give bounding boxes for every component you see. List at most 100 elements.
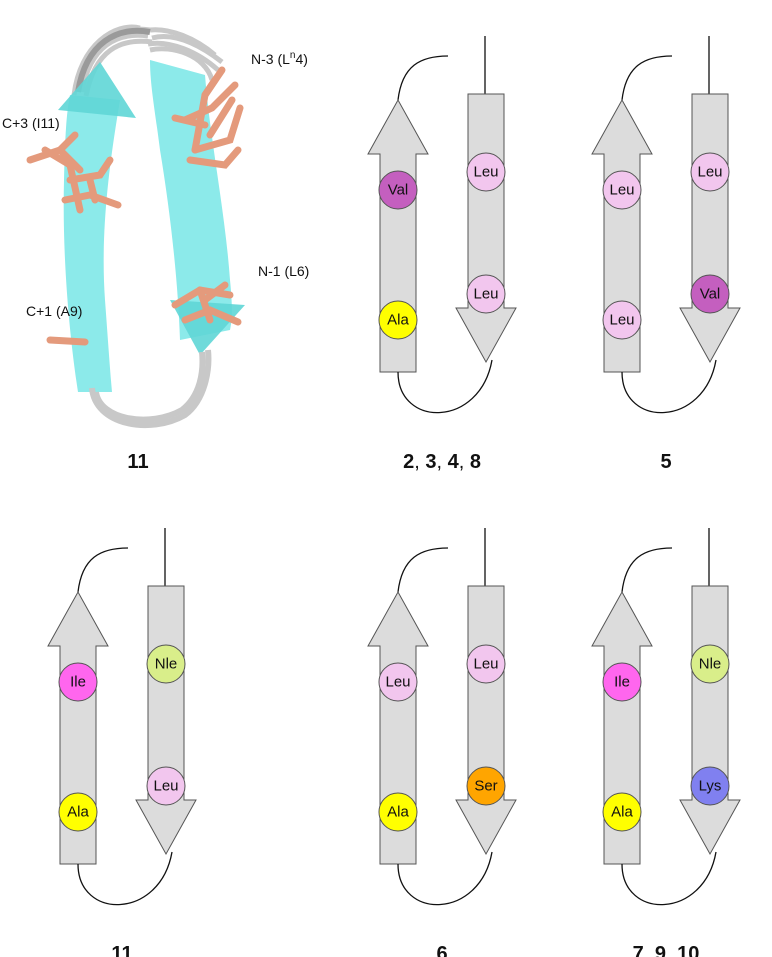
panel-caption: 2, 3, 4, 8 [403,451,481,473]
residue-circle [690,274,730,314]
label-n-minus-1: N-1 (L6) [258,263,309,279]
residue-circle [466,152,506,192]
residue-label: Ile [614,674,630,691]
residue-circle [690,766,730,806]
residue-label: Leu [697,164,722,181]
residue-label: Leu [385,674,410,691]
turn-loop [621,359,717,414]
residue-left-top: Leu [378,662,418,702]
residue-circle [466,274,506,314]
residue-left-bottom: Ala [58,792,98,832]
right-strand-arrow [455,585,517,856]
residue-label: Nle [699,656,722,673]
residue-label: Ile [70,674,86,691]
left-strand-arrow [367,590,429,865]
residue-left-bottom: Ala [378,792,418,832]
residue-circle [602,662,642,702]
n-terminal-tail [77,547,129,593]
structure-panel: N-3 (Ln4) C+3 (I11) N-1 (L6) C+1 (A9) 11 [2,24,309,473]
n-terminal-tail [397,547,449,593]
turn-loop [397,359,493,414]
residue-right-top: Nle [690,644,730,684]
label-n-minus-3: N-3 (Ln4) [251,50,308,67]
residue-label: Leu [473,286,498,303]
panel-caption: 5 [660,451,671,473]
residue-label: Leu [473,656,498,673]
residue-right-bottom: Ser [466,766,506,806]
residue-circle [378,300,418,340]
residue-circle [58,792,98,832]
residue-left-bottom: Ala [602,792,642,832]
residue-left-top: Ile [58,662,98,702]
right-strand-arrow [679,585,741,856]
residue-label: Ala [387,312,409,329]
top-loop-dark [75,27,151,93]
residue-label: Lys [699,778,722,795]
right-strand-arrow [135,585,197,856]
residue-left-bottom: Leu [602,300,642,340]
left-strand-arrow [367,98,429,373]
residue-right-bottom: Leu [146,766,186,806]
residue-circle [690,644,730,684]
residue-label: Leu [609,312,634,329]
residue-label: Ala [611,804,633,821]
residue-right-top: Leu [690,152,730,192]
right-strand-arrow [679,93,741,364]
residue-label: Ser [474,778,497,795]
residue-label: Ala [67,804,89,821]
residue-right-top: Nle [146,644,186,684]
right-strand-arrow [455,93,517,364]
residue-circle [466,766,506,806]
residue-left-top: Val [378,170,418,210]
residue-label: Leu [609,182,634,199]
residue-circle [602,792,642,832]
residue-circle [690,152,730,192]
residue-right-bottom: Lys [690,766,730,806]
residue-label: Nle [155,656,178,673]
left-strand-arrowhead [58,62,136,118]
residue-label: Leu [473,164,498,181]
n-terminal-tail [621,55,673,101]
panel-caption: 7, 9, 10 [633,943,700,957]
structure-caption: 11 [127,451,148,473]
residue-circle [602,170,642,210]
left-strand-arrow [591,98,653,373]
residue-label: Leu [153,778,178,795]
residue-right-top: Leu [466,644,506,684]
turn-loop [77,851,173,906]
residue-label: Val [388,182,409,199]
residue-label: Ala [387,804,409,821]
turn-loop [397,851,493,906]
residue-circle [378,792,418,832]
residue-left-top: Ile [602,662,642,702]
residue-right-bottom: Leu [466,274,506,314]
residue-right-bottom: Val [690,274,730,314]
sidechain-sticks [26,66,244,346]
residue-left-top: Leu [602,170,642,210]
residue-left-bottom: Ala [378,300,418,340]
residue-circle [58,662,98,702]
bottom-turn-ensemble [89,349,212,429]
residue-label: Val [700,286,721,303]
left-strand-arrow [47,590,109,865]
residue-circle [602,300,642,340]
n-terminal-tail [621,547,673,593]
residue-circle [146,644,186,684]
residue-circle [146,766,186,806]
n-terminal-tail [397,55,449,101]
residue-right-top: Leu [466,152,506,192]
residue-circle [378,662,418,702]
residue-circle [466,644,506,684]
label-c-plus-1: C+1 (A9) [26,303,82,319]
right-strand-ribbon [150,60,232,340]
turn-loop [621,851,717,906]
residue-circle [378,170,418,210]
panel-caption: 11 [111,943,132,957]
